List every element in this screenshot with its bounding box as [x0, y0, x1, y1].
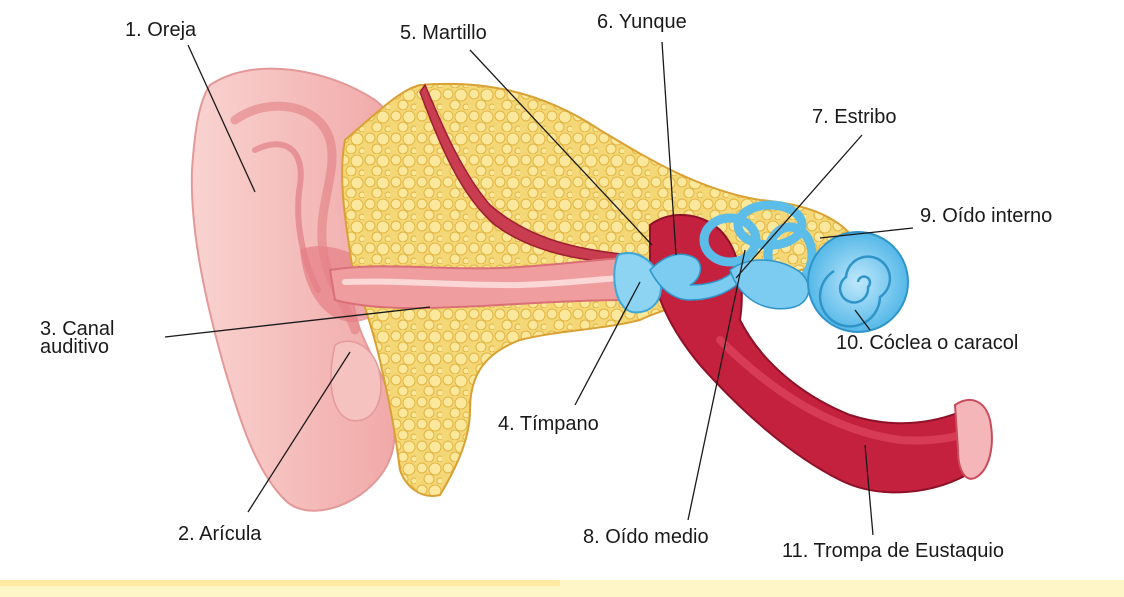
pinna-tragus	[331, 341, 381, 421]
label-oreja: 1. Oreja	[125, 20, 196, 40]
label-yunque: 6. Yunque	[597, 12, 687, 32]
label-oido-medio: 8. Oído medio	[583, 527, 709, 547]
label-aricula: 2. Arícula	[178, 524, 261, 544]
label-estribo: 7. Estribo	[812, 107, 896, 127]
eustachian-opening	[955, 400, 992, 479]
bottom-band-stripe	[0, 580, 560, 586]
label-martillo: 5. Martillo	[400, 23, 487, 43]
label-canal-line2: auditivo	[40, 338, 109, 356]
label-trompa: 11. Trompa de Eustaquio	[782, 541, 1004, 561]
label-coclea: 10. Cóclea o caracol	[836, 333, 1018, 353]
label-oido-interno: 9. Oído interno	[920, 206, 1052, 226]
label-timpano: 4. Tímpano	[498, 414, 599, 434]
